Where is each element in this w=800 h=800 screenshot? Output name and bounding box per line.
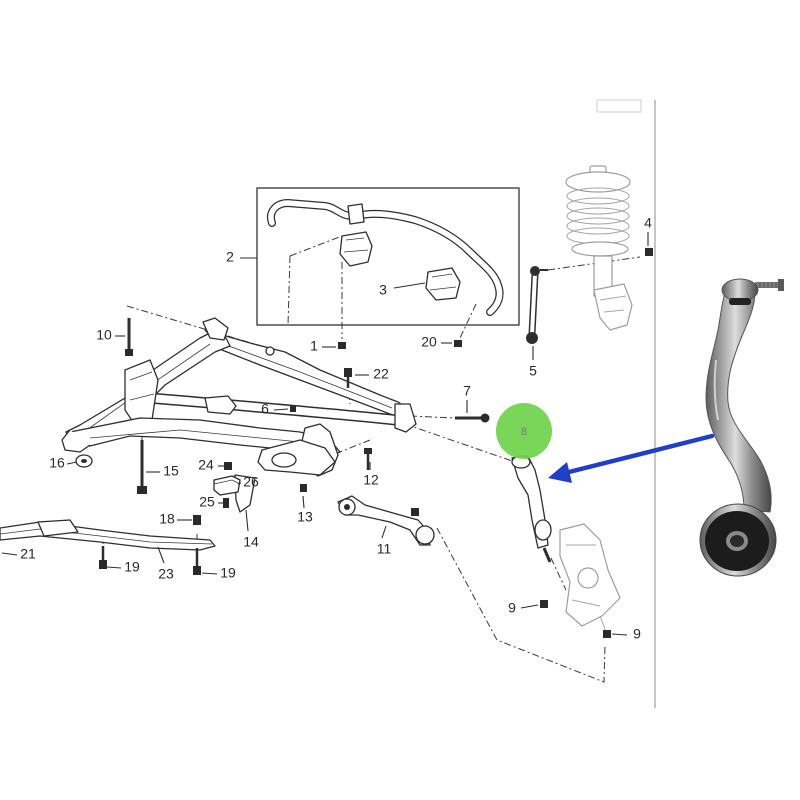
callout-9-right: 9	[633, 626, 641, 642]
nut	[193, 515, 201, 525]
callout-6: 6	[261, 401, 269, 417]
stabilizer-link	[526, 266, 548, 344]
callout-10: 10	[96, 327, 112, 343]
callout-14: 14	[243, 534, 259, 550]
assembly-line	[287, 255, 291, 326]
assembly-line	[289, 235, 343, 257]
callout-13: 13	[297, 509, 313, 525]
assembly-line	[404, 423, 516, 463]
stabilizer-bar	[267, 198, 504, 316]
arrow-shaft	[566, 433, 715, 475]
callout-5: 5	[529, 363, 537, 379]
brace-bar	[0, 519, 216, 551]
callout-leaders	[1, 232, 649, 636]
bolt	[338, 342, 346, 349]
bolt	[344, 368, 352, 377]
callout-12: 12	[363, 472, 379, 488]
callout-9-left: 9	[508, 600, 516, 616]
control-arm	[337, 495, 435, 546]
stabilizer-bushing-left	[339, 203, 373, 267]
callout-18: 18	[159, 511, 175, 527]
fasteners	[99, 248, 653, 638]
assembly-line	[436, 527, 606, 683]
highlight-circle	[496, 403, 552, 459]
callout-15: 15	[163, 463, 179, 479]
callout-labels: 2 3 4 5 1 20 10 22 7 6 16 15 24 26 12 25…	[20, 215, 652, 642]
callout-25: 25	[199, 494, 215, 510]
subframe	[61, 317, 417, 513]
bolt	[540, 600, 548, 608]
assembly-line	[339, 439, 371, 453]
callout-16: 16	[49, 455, 65, 471]
knuckle	[559, 523, 621, 633]
highlight-marker: 8	[496, 403, 552, 459]
callout-19-right: 19	[220, 565, 236, 581]
bolt-head	[125, 349, 133, 356]
callout-1: 1	[310, 338, 318, 354]
bolt-head	[137, 486, 147, 494]
bolt	[603, 630, 611, 638]
callout-26: 26	[243, 474, 259, 490]
control-arm-photo	[699, 278, 784, 577]
assembly-line	[459, 303, 477, 339]
bolt	[454, 340, 462, 347]
callout-24: 24	[198, 457, 214, 473]
assembly-lines	[102, 235, 641, 683]
bolt	[290, 406, 296, 412]
lower-control-arm	[511, 455, 552, 563]
assembly-line	[550, 557, 567, 591]
callout-4: 4	[644, 215, 652, 231]
callout-23: 23	[158, 566, 174, 582]
bolt-head	[364, 448, 372, 454]
bolt-head	[480, 413, 490, 423]
stabilizer-group-box	[256, 187, 520, 326]
stabilizer-bushing-right	[425, 267, 461, 301]
callout-3: 3	[379, 282, 387, 298]
bolt	[193, 566, 201, 575]
bolt	[300, 484, 307, 492]
arrow-head	[548, 462, 572, 483]
callout-19-left: 19	[124, 559, 140, 575]
nut	[224, 462, 232, 470]
bolt	[645, 248, 653, 256]
callout-20: 20	[421, 334, 437, 350]
callout-2: 2	[226, 249, 234, 265]
pointer-arrow-icon	[548, 433, 715, 483]
callout-21: 21	[20, 546, 36, 562]
callout-8: 8	[521, 426, 527, 438]
callout-22: 22	[373, 366, 389, 382]
bolt	[99, 560, 107, 569]
bolt	[223, 498, 229, 508]
strut-assembly	[565, 165, 633, 331]
bushing	[75, 454, 93, 468]
assembly-line	[409, 415, 456, 419]
page-fragment-box	[596, 99, 642, 113]
mount	[213, 475, 241, 496]
callout-7: 7	[463, 383, 471, 399]
callout-11: 11	[377, 541, 392, 557]
